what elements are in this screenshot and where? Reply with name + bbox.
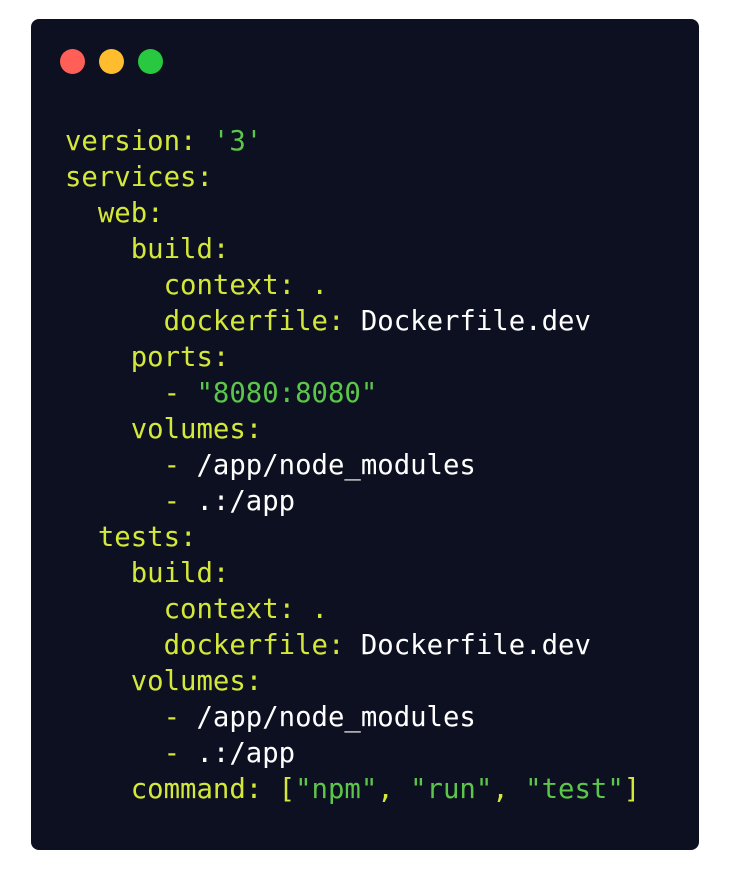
code-token-plain: /app/node_modules (196, 702, 476, 733)
code-token-key: version: (65, 126, 213, 157)
code-token-key: build: (65, 558, 230, 589)
code-token-key: , (492, 774, 526, 805)
code-token-plain: /app/node_modules (196, 450, 476, 481)
code-token-str: '3' (212, 126, 263, 157)
code-line: - /app/node_modules (65, 700, 640, 736)
code-token-key: ] (623, 774, 641, 805)
code-line: - "8080:8080" (65, 376, 640, 412)
code-token-key: build: (65, 234, 230, 265)
code-token-key: - (65, 702, 197, 733)
code-token-key: tests: (65, 522, 197, 553)
code-token-key: context: . (65, 270, 328, 301)
code-block: version: '3'services: web: build: contex… (65, 124, 640, 808)
code-token-plain: .:/app (196, 486, 296, 517)
code-token-key: - (65, 450, 197, 481)
code-line: command: ["npm", "run", "test"] (65, 772, 640, 808)
maximize-button[interactable] (138, 49, 163, 74)
code-line: - /app/node_modules (65, 448, 640, 484)
code-token-str: "8080:8080" (196, 378, 378, 409)
window-controls (60, 49, 163, 74)
code-token-key: , (377, 774, 411, 805)
code-line: tests: (65, 520, 640, 556)
code-token-key: dockerfile: (65, 306, 361, 337)
close-button[interactable] (60, 49, 85, 74)
code-token-key: web: (65, 198, 164, 229)
code-token-key: services: (65, 162, 213, 193)
code-token-str: "npm" (295, 774, 378, 805)
code-token-key: dockerfile: (65, 630, 361, 661)
code-window: version: '3'services: web: build: contex… (31, 19, 699, 850)
code-line: services: (65, 160, 640, 196)
code-token-key: ports: (65, 342, 230, 373)
code-line: - .:/app (65, 484, 640, 520)
code-line: - .:/app (65, 736, 640, 772)
code-line: dockerfile: Dockerfile.dev (65, 628, 640, 664)
code-token-plain: Dockerfile.dev (360, 630, 591, 661)
code-token-key: context: . (65, 594, 328, 625)
code-token-key: command: [ (65, 774, 296, 805)
minimize-button[interactable] (99, 49, 124, 74)
code-line: dockerfile: Dockerfile.dev (65, 304, 640, 340)
code-token-key: - (65, 738, 197, 769)
code-line: volumes: (65, 664, 640, 700)
code-line: context: . (65, 592, 640, 628)
code-line: build: (65, 556, 640, 592)
code-line: context: . (65, 268, 640, 304)
code-token-key: volumes: (65, 666, 263, 697)
code-line: volumes: (65, 412, 640, 448)
code-token-key: - (65, 486, 197, 517)
code-token-key: volumes: (65, 414, 263, 445)
code-token-plain: .:/app (196, 738, 296, 769)
code-token-plain: Dockerfile.dev (360, 306, 591, 337)
code-line: ports: (65, 340, 640, 376)
code-line: version: '3' (65, 124, 640, 160)
code-line: build: (65, 232, 640, 268)
code-token-str: "test" (525, 774, 624, 805)
code-line: web: (65, 196, 640, 232)
code-token-key: - (65, 378, 197, 409)
code-token-str: "run" (410, 774, 493, 805)
